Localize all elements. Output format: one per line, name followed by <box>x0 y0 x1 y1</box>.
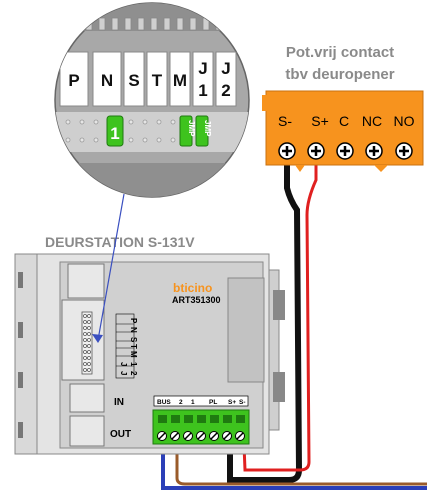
zoom-jumper-1: JMP <box>187 120 196 137</box>
relay-label-s-minus: S- <box>278 113 292 129</box>
zoom-pointer-line <box>97 193 125 341</box>
relay-label-nc: NC <box>362 113 382 129</box>
svg-text:S+: S+ <box>228 399 236 406</box>
svg-text:P: P <box>68 71 79 90</box>
jumper-header <box>81 311 93 375</box>
svg-text:P: P <box>129 318 138 324</box>
door-station: IN OUT P N S T M J 1 J 2 <box>14 253 285 455</box>
relay-label-no: NO <box>394 113 415 129</box>
relay-label-s-plus: S+ <box>311 113 329 129</box>
svg-text:J: J <box>119 371 128 375</box>
svg-text:T: T <box>129 344 138 349</box>
zoom-labels: P N S T M J 1 J 2 <box>68 59 230 100</box>
side-labels: P N S T M J 1 J 2 <box>119 318 138 376</box>
svg-text:N: N <box>101 71 113 90</box>
svg-text:S: S <box>128 71 139 90</box>
in-label: IN <box>114 397 124 408</box>
terminal-labels: BUS 2 1 PL S+ S- <box>157 399 246 406</box>
svg-text:M: M <box>129 351 138 358</box>
station-right-rail <box>268 269 280 431</box>
svg-text:2: 2 <box>221 81 230 100</box>
svg-text:M: M <box>173 71 187 90</box>
contact-title-line1: Pot.vrij contact <box>286 44 394 61</box>
relay-contact-block: Pot.vrij contact tbv deuropener S- S+ C … <box>262 44 424 172</box>
wire-red <box>241 152 318 472</box>
svg-text:T: T <box>152 71 163 90</box>
svg-text:2: 2 <box>129 371 138 376</box>
zoom-dip-switch <box>106 115 124 147</box>
station-title: DEURSTATION S-131V <box>45 234 195 250</box>
zoom-circle: P N S T M J 1 J 2 1 <box>54 2 250 198</box>
svg-text:PL: PL <box>209 399 217 406</box>
model-label: ART351300 <box>172 295 221 305</box>
svg-text:1: 1 <box>191 399 195 406</box>
brand-logo: bticino <box>173 281 212 295</box>
zoom-jumper-2: JMP <box>203 120 212 137</box>
svg-text:J: J <box>221 59 230 78</box>
contact-title-line2: tbv deuropener <box>285 66 394 83</box>
svg-text:S: S <box>129 337 138 343</box>
svg-text:2: 2 <box>179 399 183 406</box>
relay-label-c: C <box>339 113 349 129</box>
svg-text:J: J <box>119 362 128 366</box>
svg-text:BUS: BUS <box>157 399 171 406</box>
zoom-badge: 1 <box>110 124 119 143</box>
out-label: OUT <box>110 429 131 440</box>
terminal-label-strip <box>153 395 249 407</box>
svg-text:1: 1 <box>198 81 207 100</box>
svg-text:S-: S- <box>239 399 246 406</box>
svg-text:J: J <box>198 59 207 78</box>
svg-text:1: 1 <box>129 362 138 367</box>
wire-brown <box>175 420 427 486</box>
svg-text:N: N <box>129 327 138 333</box>
